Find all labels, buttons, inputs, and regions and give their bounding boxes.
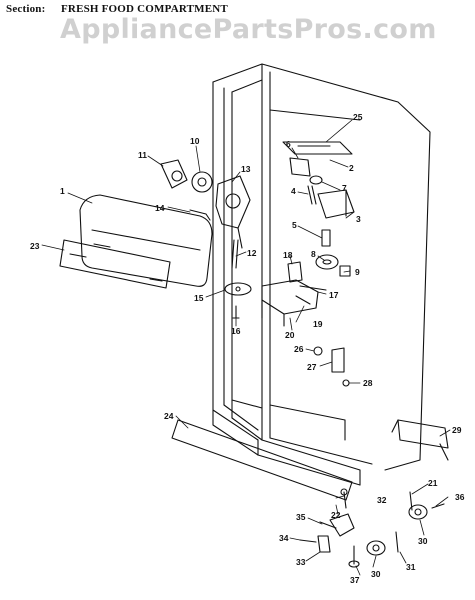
callout-10: 10 — [190, 136, 200, 146]
callout-24: 24 — [164, 411, 174, 421]
callout-18: 18 — [283, 250, 293, 260]
part-33-bracket — [317, 535, 331, 553]
callout-30-lower: 30 — [371, 569, 381, 579]
callout-4: 4 — [291, 186, 296, 196]
callout-29: 29 — [452, 425, 462, 435]
callout-21: 21 — [428, 478, 438, 488]
watermark-logo: AppliancePartsPros.com — [60, 14, 437, 45]
part-36-screw — [431, 503, 445, 509]
callout-16: 16 — [231, 326, 241, 336]
callout-20: 20 — [285, 330, 295, 340]
part-1-cover — [79, 194, 213, 287]
callout-23: 23 — [30, 241, 40, 251]
callout-30-upper: 30 — [418, 536, 428, 546]
part-28-screw — [342, 379, 350, 387]
part-30-roller-lower — [366, 540, 386, 556]
part-11-bracket — [160, 159, 188, 189]
part-34-screw — [299, 539, 317, 543]
part-15-disc — [224, 282, 252, 296]
part-6-switch — [289, 157, 311, 177]
callout-6: 6 — [286, 139, 291, 149]
callout-26: 26 — [294, 344, 304, 354]
callout-14: 14 — [155, 203, 165, 213]
part-12-tube — [231, 239, 239, 269]
part-19-spring — [295, 295, 311, 305]
part-18-sensor — [287, 261, 303, 283]
part-32-bracket — [329, 513, 355, 537]
part-22-screw — [340, 488, 348, 509]
callout-22: 22 — [331, 510, 341, 520]
callout-33: 33 — [296, 557, 306, 567]
callout-31: 31 — [406, 562, 416, 572]
callout-8: 8 — [311, 249, 316, 259]
callout-19: 19 — [313, 319, 323, 329]
section-label: Section: — [6, 3, 46, 15]
callout-17: 17 — [329, 290, 339, 300]
part-5-socket — [321, 229, 331, 247]
callout-15: 15 — [194, 293, 204, 303]
part-7-lamp — [309, 175, 323, 185]
callout-5: 5 — [292, 220, 297, 230]
callout-1: 1 — [60, 186, 65, 196]
callout-27: 27 — [307, 362, 317, 372]
cabinet-liner — [212, 63, 431, 486]
callout-13: 13 — [241, 164, 251, 174]
callout-11: 11 — [138, 150, 147, 160]
callout-36: 36 — [455, 492, 465, 502]
part-8-disc — [315, 254, 339, 270]
callout-32: 32 — [377, 495, 387, 505]
part-29-rail — [391, 419, 449, 461]
leader-lines — [41, 119, 451, 576]
callout-12: 12 — [247, 248, 257, 258]
part-25-plate — [282, 141, 353, 155]
part-30-roller-upper — [408, 504, 428, 520]
part-31-screw — [395, 531, 399, 553]
callout-35: 35 — [296, 512, 306, 522]
callout-28: 28 — [363, 378, 373, 388]
part-26-cap — [313, 346, 323, 356]
part-3-box — [317, 189, 355, 219]
part-35-pin — [319, 521, 337, 529]
part-27-clip — [331, 347, 345, 373]
callout-25: 25 — [353, 112, 363, 122]
part-20-bracket — [261, 279, 319, 327]
part-37-wheel — [348, 545, 360, 568]
callout-37: 37 — [350, 575, 360, 585]
part-17-arm — [299, 285, 327, 291]
part-23-trim — [59, 239, 171, 289]
part-13-housing — [215, 175, 251, 249]
callout-3: 3 — [356, 214, 361, 224]
section-title: FRESH FOOD COMPARTMENT — [61, 3, 228, 15]
callout-9: 9 — [355, 267, 360, 277]
part-10-motor — [191, 171, 213, 193]
part-14-clip — [189, 209, 211, 221]
callout-labels: 1 2 3 4 5 6 7 8 9 10 11 12 13 14 15 16 1… — [30, 112, 465, 585]
callout-34: 34 — [279, 533, 289, 543]
part-16-screw — [232, 305, 240, 319]
part-9-connector — [339, 265, 351, 277]
callout-2: 2 — [349, 163, 354, 173]
part-4-clip — [307, 185, 317, 205]
callout-7: 7 — [342, 183, 347, 193]
part-24-grille — [171, 419, 353, 501]
